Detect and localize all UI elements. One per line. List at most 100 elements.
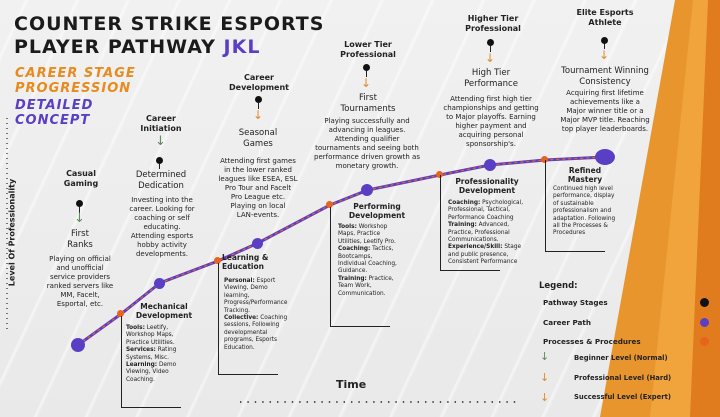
process-text-line: Continued high level (553, 186, 633, 193)
process-text-line: performance, display (553, 193, 633, 200)
legend-professional-level: Professional Level (Hard) (574, 374, 672, 382)
stage-6-title: Elite Esports Athlete (576, 8, 634, 27)
process-text-value: Continued high level (553, 186, 613, 192)
process-text-value: Practice, (366, 275, 394, 282)
legend-pathway-stages: Pathway Stages (543, 298, 608, 307)
process-text-label: Coaching: (338, 246, 371, 253)
legend-processes: Processes & Procedures (543, 337, 641, 346)
arrow-down-green-icon: ↓ (74, 211, 85, 226)
career-path-node-5 (484, 159, 496, 171)
process-text-line: Viewing, Demo (224, 285, 320, 292)
process-text-line: Performance Coaching (448, 215, 540, 222)
process-text-label: Training: (338, 275, 367, 282)
stage-6-name: Tournament Winning Consistency (561, 66, 649, 87)
process-5-title: Refined Mastery (567, 166, 603, 184)
career-path-node-2 (154, 278, 165, 289)
arrow-down-orange-icon: ↓ (540, 371, 550, 384)
process-4-base (440, 270, 500, 271)
process-text-value: of sustainable (553, 200, 594, 207)
process-text-value: Workshop Maps, (126, 332, 174, 339)
process-text-value: all the Processes & (553, 223, 608, 230)
process-text-line: Maps, Practice (338, 231, 428, 238)
arrow-down-orange-icon: ↓ (253, 108, 264, 122)
process-text-line: Workshop Maps, (126, 332, 216, 339)
process-text-value: professionalism and (553, 208, 612, 215)
process-text-line: Practice, Professional (448, 230, 540, 237)
legend-career-path: Career Path (543, 318, 591, 327)
process-4-title: Professionality Development (455, 177, 519, 195)
process-text-value: learning, (224, 292, 250, 299)
process-5-line (545, 160, 546, 252)
process-text-label: Personal: (224, 278, 255, 284)
process-text-value: Progress/Performance (224, 300, 288, 307)
process-text-line: Communications. (448, 237, 540, 244)
stage-3-title: Career Development (229, 73, 289, 92)
process-text-value: Individual Coaching, (338, 261, 397, 268)
page-title: COUNTER STRIKE ESPORTS PLAYER PATHWAY JK… (14, 13, 324, 59)
process-text-line: all the Processes & (553, 223, 633, 230)
stage-1-name: First Ranks (67, 229, 93, 250)
process-text-value: Performance Coaching (448, 214, 514, 221)
process-text-value: Coaching. (126, 376, 155, 383)
stage-4-title: Lower Tier Professional (340, 40, 396, 59)
process-text-line: Utilities, Leetify Pro. (338, 239, 428, 246)
process-text-value: and public presence, (448, 251, 509, 258)
process-text-line: adaptation. Following (553, 216, 633, 223)
process-text-line: learning, (224, 293, 320, 300)
process-text-line: Services: Rating (126, 347, 216, 354)
process-text-line: Learning: Demo (126, 362, 216, 369)
process-text-value: Practice Utilities. (126, 339, 175, 346)
pathway-stage-dot (255, 96, 262, 103)
pathway-stage-dot (156, 157, 163, 164)
process-text-value: Coaching (258, 315, 288, 322)
stage-4-name: First Tournaments (340, 93, 396, 114)
process-text-value: Communication. (338, 290, 386, 297)
arrow-down-orange-icon: ↓ (485, 51, 496, 65)
process-text-value: Guidance. (338, 268, 368, 275)
process-text-label: Tools: (338, 224, 357, 230)
process-text-value: Bootcamps, (338, 253, 373, 260)
process-text-label: Experience/Skill: (448, 244, 503, 251)
process-1-title: Mechanical Development (135, 302, 193, 320)
process-text-label: Training: (448, 222, 477, 229)
process-text-label: Collective: (224, 315, 259, 322)
process-3-title: Performing Development (348, 202, 406, 220)
legend-beginner-level: Beginner Level (Normal) (574, 354, 668, 362)
process-text-label: Coaching: (448, 200, 481, 206)
process-text-line: sessions, Following (224, 322, 320, 329)
process-text-line: Consistent Performance (448, 259, 540, 266)
process-node-2 (214, 257, 221, 264)
process-node-4 (436, 171, 443, 178)
process-text-value: Esport (254, 278, 276, 284)
process-text-line: Tools: Leetify, (126, 325, 216, 332)
process-1-text: Tools: Leetify,Workshop Maps,Practice Ut… (126, 325, 216, 384)
process-2-line (218, 263, 219, 375)
process-text-line: Guidance. (338, 268, 428, 275)
process-text-line: Personal: Esport (224, 278, 320, 285)
process-text-line: Experience/Skill: Stage (448, 244, 540, 251)
process-text-line: Bootcamps, (338, 254, 428, 261)
title-line-2: PLAYER PATHWAY JKL (14, 36, 324, 59)
process-text-label: Learning: (126, 362, 158, 369)
arrow-down-orange-icon: ↓ (361, 76, 372, 90)
process-text-value: Team Work, (338, 283, 372, 290)
subtitle-career-stage: CAREER STAGE (15, 66, 136, 81)
process-text-line: Procedures (553, 230, 633, 237)
process-text-line: Training: Practice, (338, 276, 428, 283)
legend-title: Legend: (539, 281, 578, 291)
stage-4-desc: Playing successfully and advancing in le… (314, 117, 420, 170)
process-text-label: Services: (126, 347, 156, 354)
legend-successful-level: Successful Level (Expert) (574, 393, 671, 401)
process-node-5 (541, 156, 548, 163)
legend-pathway-stages-swatch (700, 298, 709, 307)
pathway-stage-dot (487, 39, 494, 46)
process-text-line: Communication. (338, 291, 428, 298)
stage-stem (490, 46, 491, 52)
process-text-value: Systems, Misc. (126, 354, 169, 361)
process-text-line: Professional, Tactical, (448, 207, 540, 214)
stage-stem (604, 44, 605, 49)
stage-stem (159, 164, 160, 169)
arrow-down-orange-icon: ↓ (599, 48, 610, 62)
subtitle-detailed: DETAILED (15, 98, 94, 113)
